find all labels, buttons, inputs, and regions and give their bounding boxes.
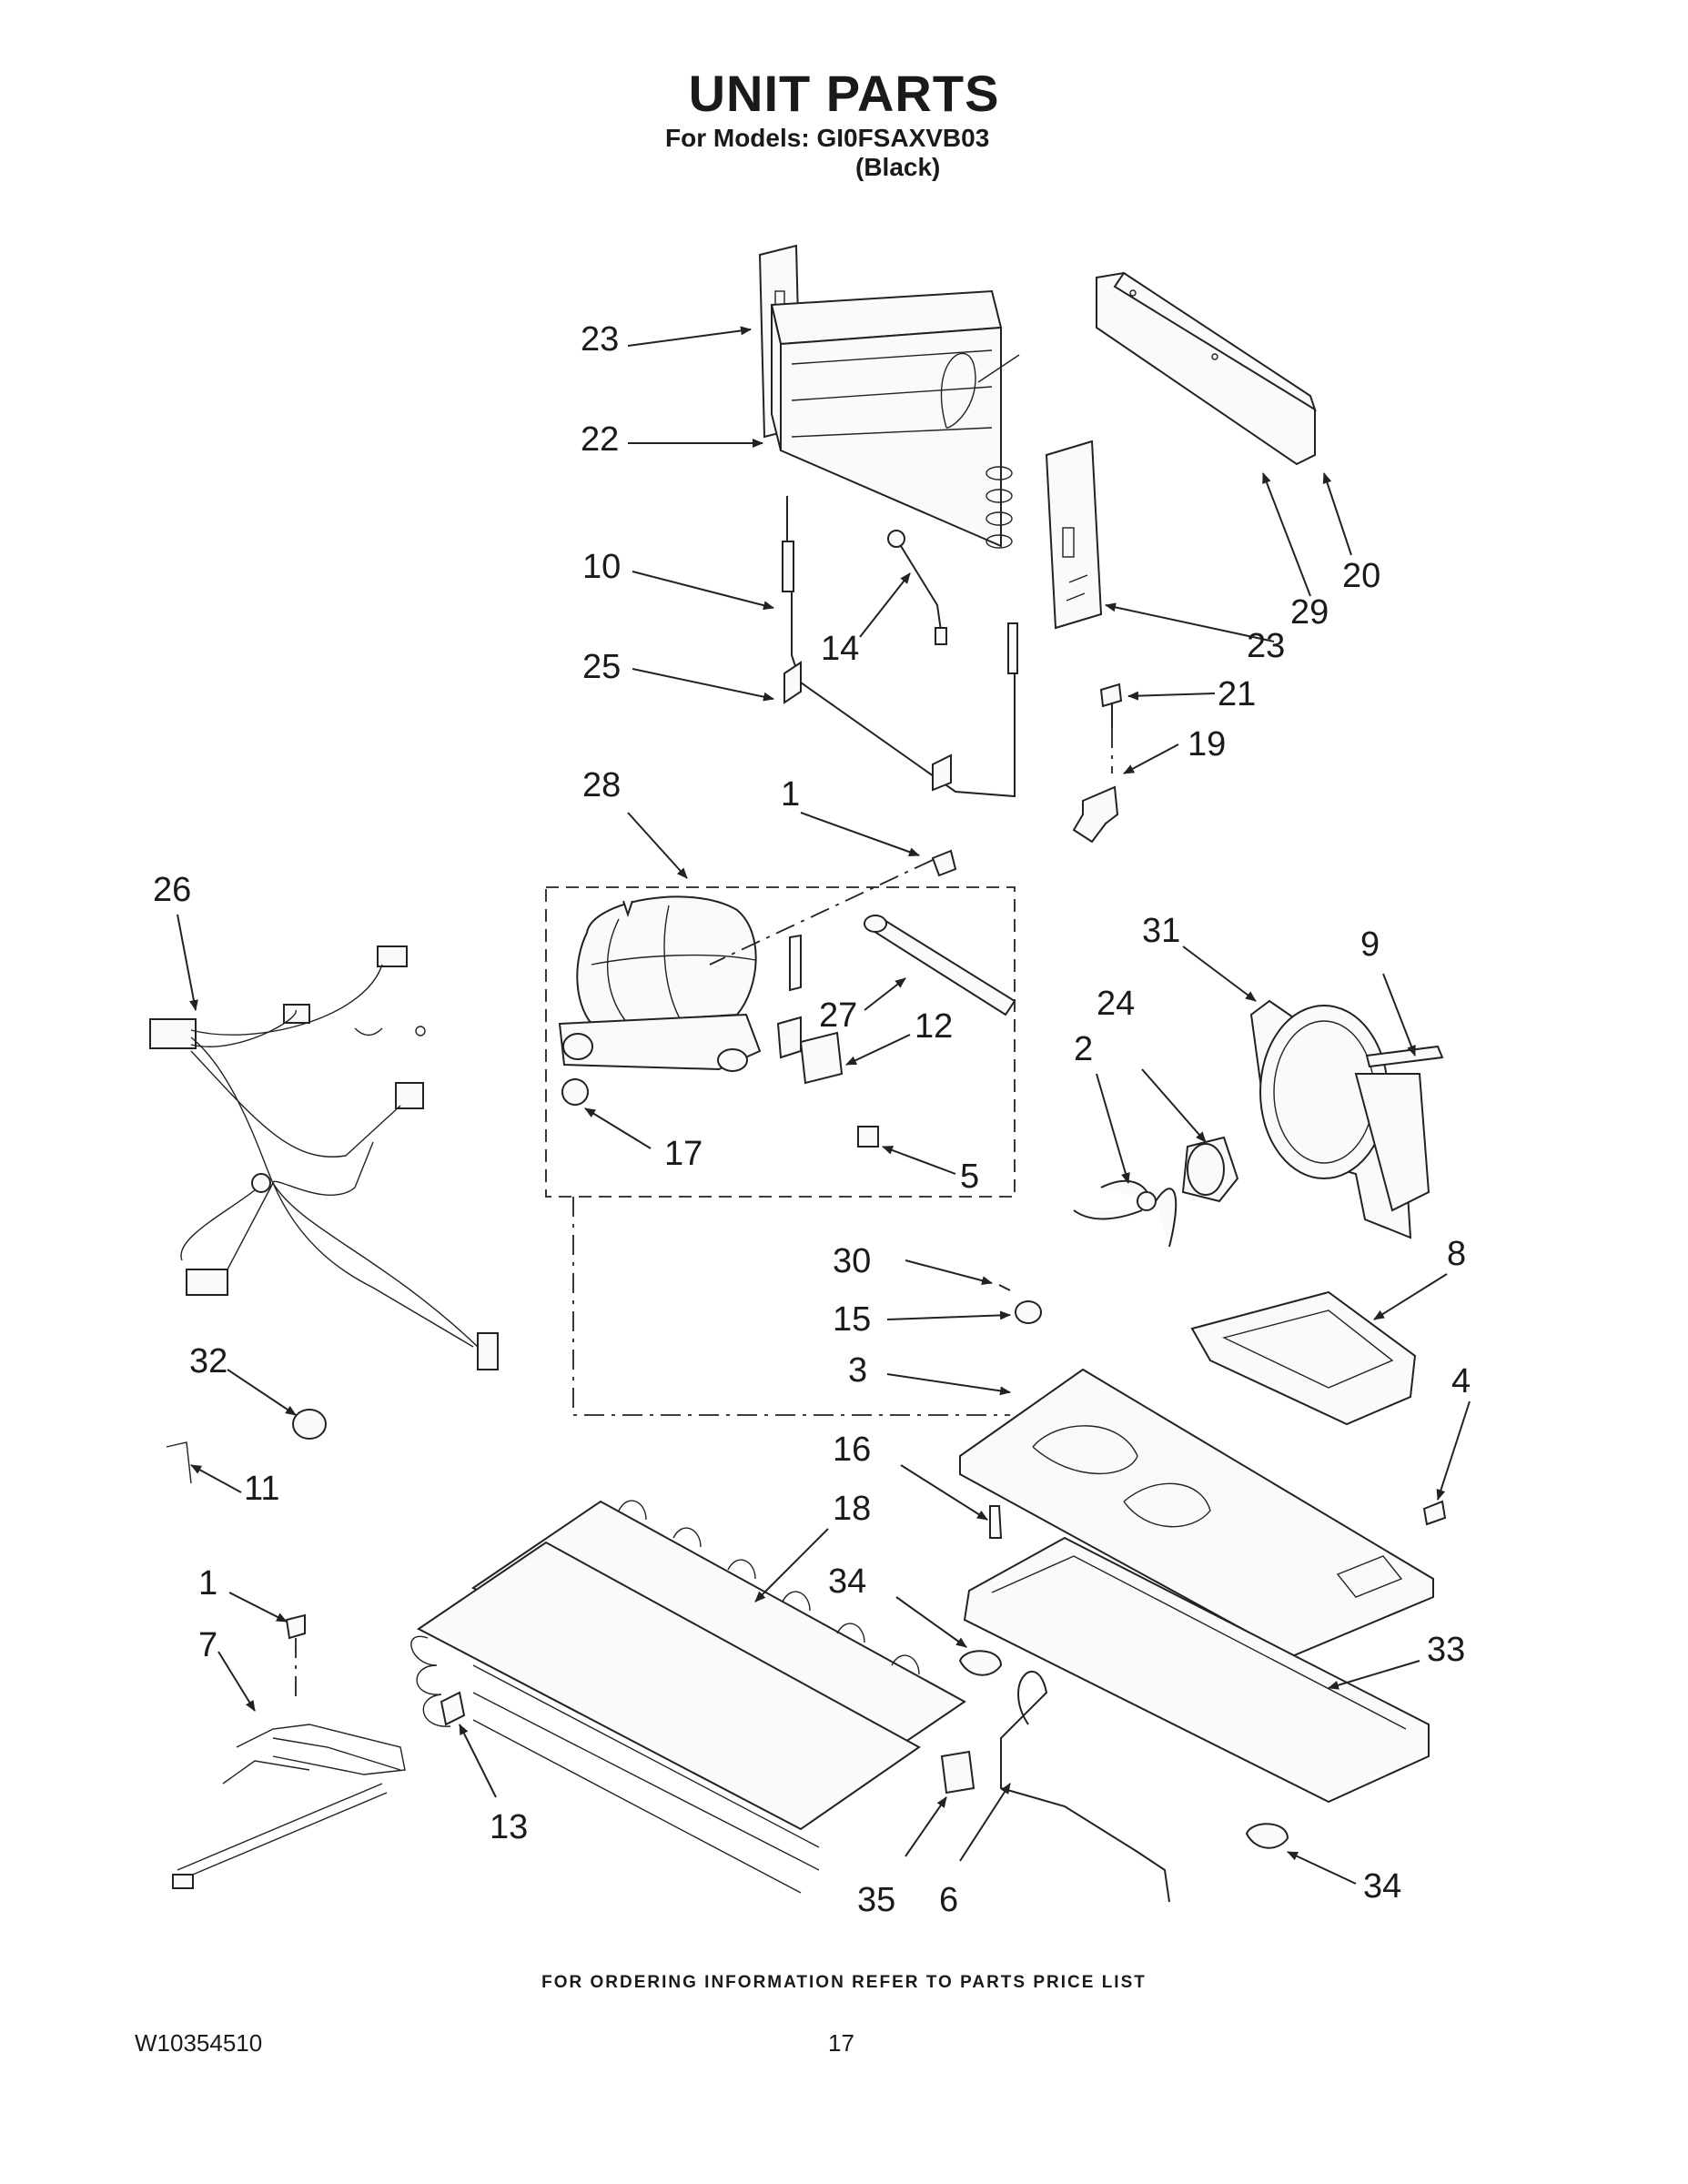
ordering-note: FOR ORDERING INFORMATION REFER TO PARTS …	[541, 1973, 1147, 1992]
callout-23: 23	[581, 320, 619, 359]
callout-21: 21	[1218, 675, 1256, 713]
callout-26: 26	[153, 871, 191, 909]
models-line: For Models: GI0FSAXVB03	[665, 124, 990, 152]
callout-34: 34	[828, 1562, 866, 1601]
callout-6: 6	[939, 1881, 958, 1919]
callout-5: 5	[960, 1158, 979, 1196]
base-plate	[959, 1368, 1434, 1658]
callout-32: 32	[189, 1342, 227, 1380]
drain-sleeve	[940, 1750, 975, 1795]
callout-31: 31	[1142, 912, 1180, 950]
evaporator-cover	[1096, 271, 1317, 466]
callout-10: 10	[582, 548, 621, 586]
callout-labels: 23 22 10 14 25 20 29 23 21 19 28 1 26 27…	[153, 320, 1471, 1919]
callout-13: 13	[490, 1808, 528, 1846]
callout-9: 9	[1360, 925, 1380, 964]
document-number: W10354510	[135, 2029, 263, 2057]
foot	[1245, 1823, 1289, 1849]
callout-18: 18	[833, 1490, 871, 1528]
callout-24: 24	[1097, 985, 1135, 1023]
callout-29: 29	[1290, 593, 1329, 632]
wire-clip	[166, 1441, 192, 1484]
callout-34b: 34	[1363, 1867, 1401, 1906]
callout-35: 35	[857, 1881, 895, 1919]
drain-harness	[172, 1613, 406, 1889]
pin	[998, 1284, 1011, 1291]
callout-19: 19	[1188, 725, 1226, 763]
callout-33: 33	[1427, 1631, 1465, 1669]
callout-20: 20	[1342, 557, 1380, 595]
wire-connector	[292, 1409, 327, 1440]
screw-and-clip	[1072, 682, 1123, 844]
callout-23b: 23	[1247, 627, 1285, 665]
callout-27: 27	[819, 996, 857, 1035]
grommet	[1015, 1300, 1042, 1324]
callout-12: 12	[915, 1007, 953, 1046]
condenser-fan-assembly	[1073, 999, 1444, 1248]
callout-1: 1	[781, 775, 800, 814]
callout-11: 11	[244, 1470, 279, 1508]
callout-30: 30	[833, 1242, 871, 1280]
foot	[958, 1650, 1003, 1676]
base-screw	[1422, 1500, 1447, 1526]
base-screw-front	[989, 1505, 1003, 1539]
fan-bracket	[1190, 1290, 1417, 1426]
defrost-heater	[782, 496, 1018, 798]
page-number: 17	[828, 2029, 854, 2057]
callout-1b: 1	[198, 1564, 217, 1603]
callout-7: 7	[198, 1626, 217, 1664]
drain-tube	[1000, 1670, 1170, 1903]
drain-pan	[963, 1536, 1430, 1804]
callout-17: 17	[664, 1135, 702, 1173]
callout-8: 8	[1447, 1235, 1466, 1273]
compressor-group	[545, 859, 1016, 1416]
callout-28: 28	[582, 766, 621, 804]
callout-25: 25	[582, 648, 621, 686]
callout-22: 22	[581, 420, 619, 459]
condenser-clip	[440, 1691, 466, 1726]
evaporator-assembly	[758, 244, 1103, 630]
callout-leaders	[177, 326, 1471, 1885]
color-line: (Black)	[855, 153, 941, 181]
compressor-screw	[931, 849, 957, 877]
condenser-coil	[410, 1500, 966, 1894]
callout-2: 2	[1074, 1030, 1093, 1068]
wire-harness	[149, 945, 499, 1370]
callout-15: 15	[833, 1300, 871, 1339]
callout-3: 3	[848, 1351, 867, 1390]
page-title: UNIT PARTS	[688, 65, 1000, 122]
defrost-thermostat	[887, 530, 947, 645]
callout-4: 4	[1451, 1362, 1471, 1400]
callout-16: 16	[833, 1431, 871, 1469]
callout-14: 14	[821, 630, 859, 668]
